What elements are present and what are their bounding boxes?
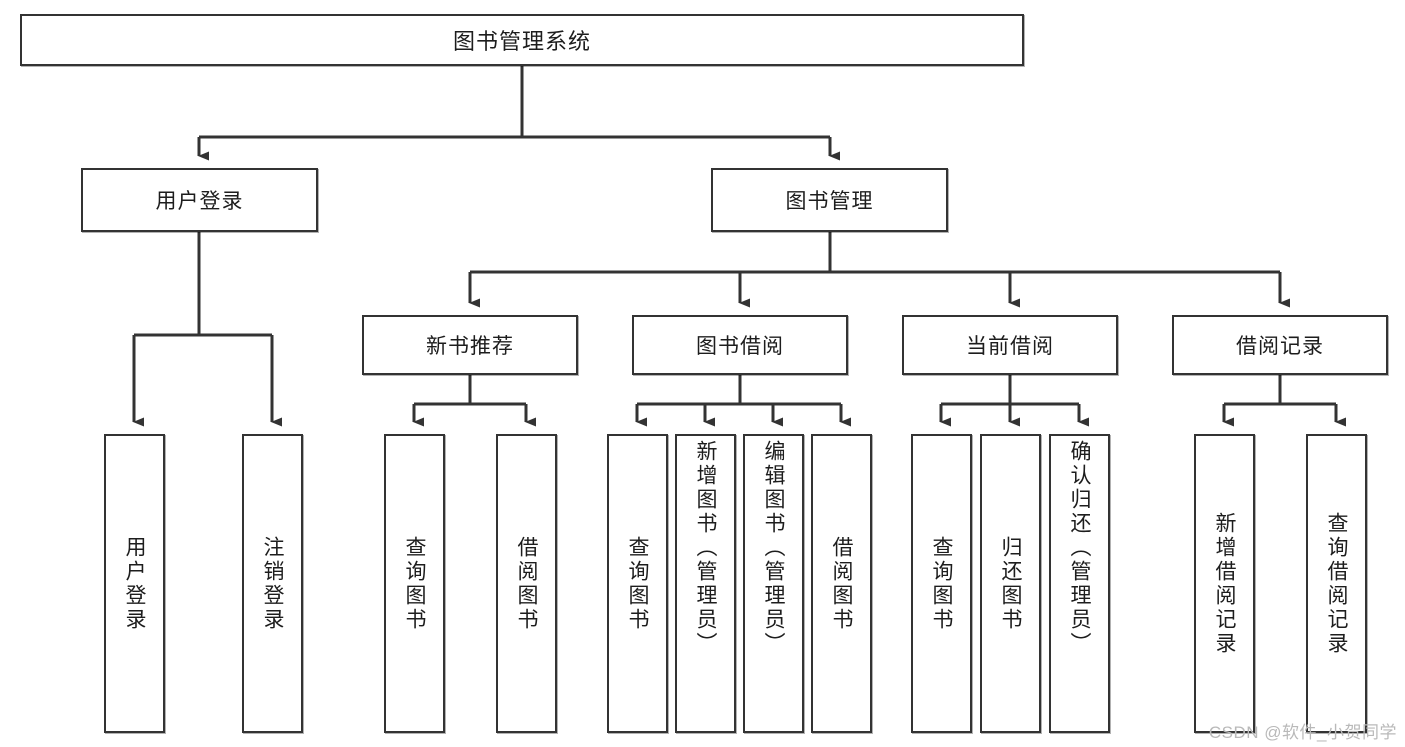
- node-user-login[interactable]: 用户登录: [81, 168, 318, 232]
- leaf-add-book-admin[interactable]: 新增图书（管理员）: [675, 434, 736, 733]
- csdn-watermark: CSDN @软件_小贺同学: [1208, 723, 1397, 742]
- leaf-edit-book-admin[interactable]: 编辑图书（管理员）: [743, 434, 804, 733]
- leaf-confirm-return-admin[interactable]: 确认归还（管理员）: [1049, 434, 1110, 733]
- leaf-borrow-book-recommend[interactable]: 借阅图书: [496, 434, 557, 733]
- leaf-logout[interactable]: 注销登录: [242, 434, 303, 733]
- leaf-user-login[interactable]: 用户登录: [104, 434, 165, 733]
- leaf-borrow-book[interactable]: 借阅图书: [811, 434, 872, 733]
- node-book-borrow[interactable]: 图书借阅: [632, 315, 848, 375]
- leaf-return-book[interactable]: 归还图书: [980, 434, 1041, 733]
- node-book-management[interactable]: 图书管理: [711, 168, 948, 232]
- node-current-borrow[interactable]: 当前借阅: [902, 315, 1118, 375]
- node-new-book-recommend[interactable]: 新书推荐: [362, 315, 578, 375]
- leaf-query-book-borrow[interactable]: 查询图书: [607, 434, 668, 733]
- leaf-query-book-current[interactable]: 查询图书: [911, 434, 972, 733]
- node-root-system[interactable]: 图书管理系统: [20, 14, 1024, 66]
- leaf-add-borrow-record[interactable]: 新增借阅记录: [1194, 434, 1255, 733]
- leaf-query-borrow-record[interactable]: 查询借阅记录: [1306, 434, 1367, 733]
- node-borrow-record[interactable]: 借阅记录: [1172, 315, 1388, 375]
- leaf-query-book-recommend[interactable]: 查询图书: [384, 434, 445, 733]
